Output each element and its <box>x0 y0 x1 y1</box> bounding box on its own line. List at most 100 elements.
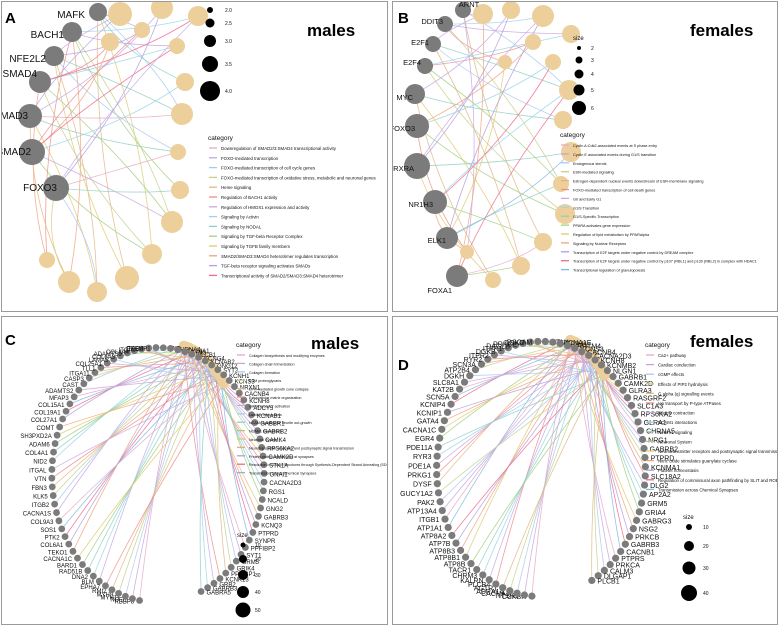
gene-node <box>631 410 638 417</box>
gene-node <box>84 567 91 574</box>
gene-label: KLK5 <box>33 495 48 501</box>
panel-d-letter: D <box>398 357 409 374</box>
gene-node <box>195 354 202 361</box>
gene-label: CACNA1C <box>43 557 72 563</box>
category-label: FOXO-mediated transcription of cell cycl… <box>221 166 316 171</box>
node-layer: MAFKBACH1NFE2L2SMAD4SMAD3SMAD2FOXO3 <box>2 2 208 302</box>
gene-label: GABRA5 <box>206 590 231 596</box>
edge <box>51 188 69 282</box>
gene-node <box>598 361 605 368</box>
size-legend-value: 2 <box>591 46 594 52</box>
gene-label: SMAD4 <box>3 69 38 80</box>
category-label: Downregulation of SMAD2/3:SMAD4 transcri… <box>221 146 337 151</box>
panel-a-title: males <box>307 21 355 41</box>
gene-node <box>642 472 649 479</box>
gene-node <box>208 362 215 369</box>
gene-node <box>585 352 592 359</box>
gene-node <box>188 351 195 358</box>
category-node <box>502 2 520 19</box>
gene-label: COL19A1 <box>34 410 61 416</box>
gene-node <box>638 499 645 506</box>
gene-node <box>564 342 571 349</box>
size-legend-value: 30 <box>703 566 709 572</box>
gene-node <box>226 377 233 384</box>
gene-node <box>634 418 641 425</box>
gene-node <box>49 483 56 490</box>
gene-node <box>438 426 445 433</box>
size-legend-value: 20 <box>703 544 709 550</box>
gene-node <box>620 387 627 394</box>
panel-b-title: females <box>690 21 753 41</box>
size-legend-dot <box>572 101 586 115</box>
gene-label: ITGB1 <box>419 517 439 524</box>
gene-label: ATP8B1 <box>434 555 460 562</box>
category-label: Regulation of BACH1 activity <box>221 195 278 200</box>
edge <box>524 345 579 595</box>
category-label: PPARA activates gene expression <box>573 224 630 228</box>
gene-node <box>255 513 262 520</box>
gene-node <box>160 344 167 351</box>
gene-node <box>628 402 635 409</box>
edge <box>69 32 81 282</box>
gene-label: ATP7B <box>429 541 451 548</box>
size-legend-value: 3 <box>591 58 594 64</box>
category-label: TGF-beta receptor signaling activates SM… <box>221 264 311 269</box>
gene-node <box>434 453 441 460</box>
size-legend-dot <box>577 46 581 50</box>
gene-node <box>109 586 116 593</box>
category-label: Effects of PIP2 hydrolysis <box>658 382 709 387</box>
category-label: Signaling by NODAL <box>221 224 262 229</box>
size-legend-dot <box>237 586 249 598</box>
category-label: Resolution of D-loop Structures through … <box>249 463 387 467</box>
gene-node <box>624 394 631 401</box>
gene-label: BARD1 <box>57 564 78 570</box>
size-legend-dot <box>207 7 213 13</box>
size-legend-dot <box>575 70 584 79</box>
size-legend-value: 2.5 <box>225 21 232 27</box>
category-node <box>525 34 541 50</box>
category-node <box>161 211 183 233</box>
category-node <box>171 103 193 125</box>
gene-label: SH3PXD2A <box>20 434 51 440</box>
gene-node <box>626 533 633 540</box>
size-legend-dot <box>574 85 585 96</box>
gene-node <box>479 571 486 578</box>
gene-label: FOXO3 <box>393 124 415 133</box>
category-node <box>485 272 501 288</box>
category-label: Signaling by Nuclear Receptors <box>573 242 626 246</box>
size-legend-value: 2.0 <box>225 8 232 14</box>
edge <box>30 114 182 118</box>
category-label: Neuronal System <box>249 438 277 442</box>
gene-label: TEKO1 <box>48 550 68 556</box>
category-label: Estrogen-dependent nuclear events downst… <box>573 180 703 184</box>
gene-label: NR1H3 <box>408 200 433 209</box>
size-legend-value: 10 <box>255 543 261 549</box>
edge <box>119 363 210 594</box>
gene-node <box>214 366 221 373</box>
gene-label: CACNA2D3 <box>269 481 302 487</box>
gene-node <box>439 507 446 514</box>
gene-label: CACNA1S <box>23 512 51 518</box>
gene-node <box>641 482 648 489</box>
gene-node <box>54 432 61 439</box>
gene-node <box>441 516 448 523</box>
gene-node <box>52 440 59 447</box>
gene-node <box>44 46 64 66</box>
gene-label: FBN3 <box>32 486 48 492</box>
category-node <box>39 252 55 268</box>
category-node <box>87 282 107 302</box>
gene-node <box>446 265 468 287</box>
gene-label: ATP8A2 <box>421 533 447 540</box>
edge <box>496 342 574 584</box>
gene-label: PDE1A <box>408 463 431 470</box>
gene-label: E2F4 <box>403 58 421 67</box>
category-legend-title: category <box>208 135 234 142</box>
gene-node <box>513 590 520 597</box>
category-label: Regulation of commissural axon pathfindi… <box>658 478 777 483</box>
gene-node <box>436 435 443 442</box>
gene-node <box>637 427 644 434</box>
gene-node <box>59 416 66 423</box>
gene-node <box>53 509 60 516</box>
gene-node <box>122 593 129 600</box>
gene-node <box>202 357 209 364</box>
